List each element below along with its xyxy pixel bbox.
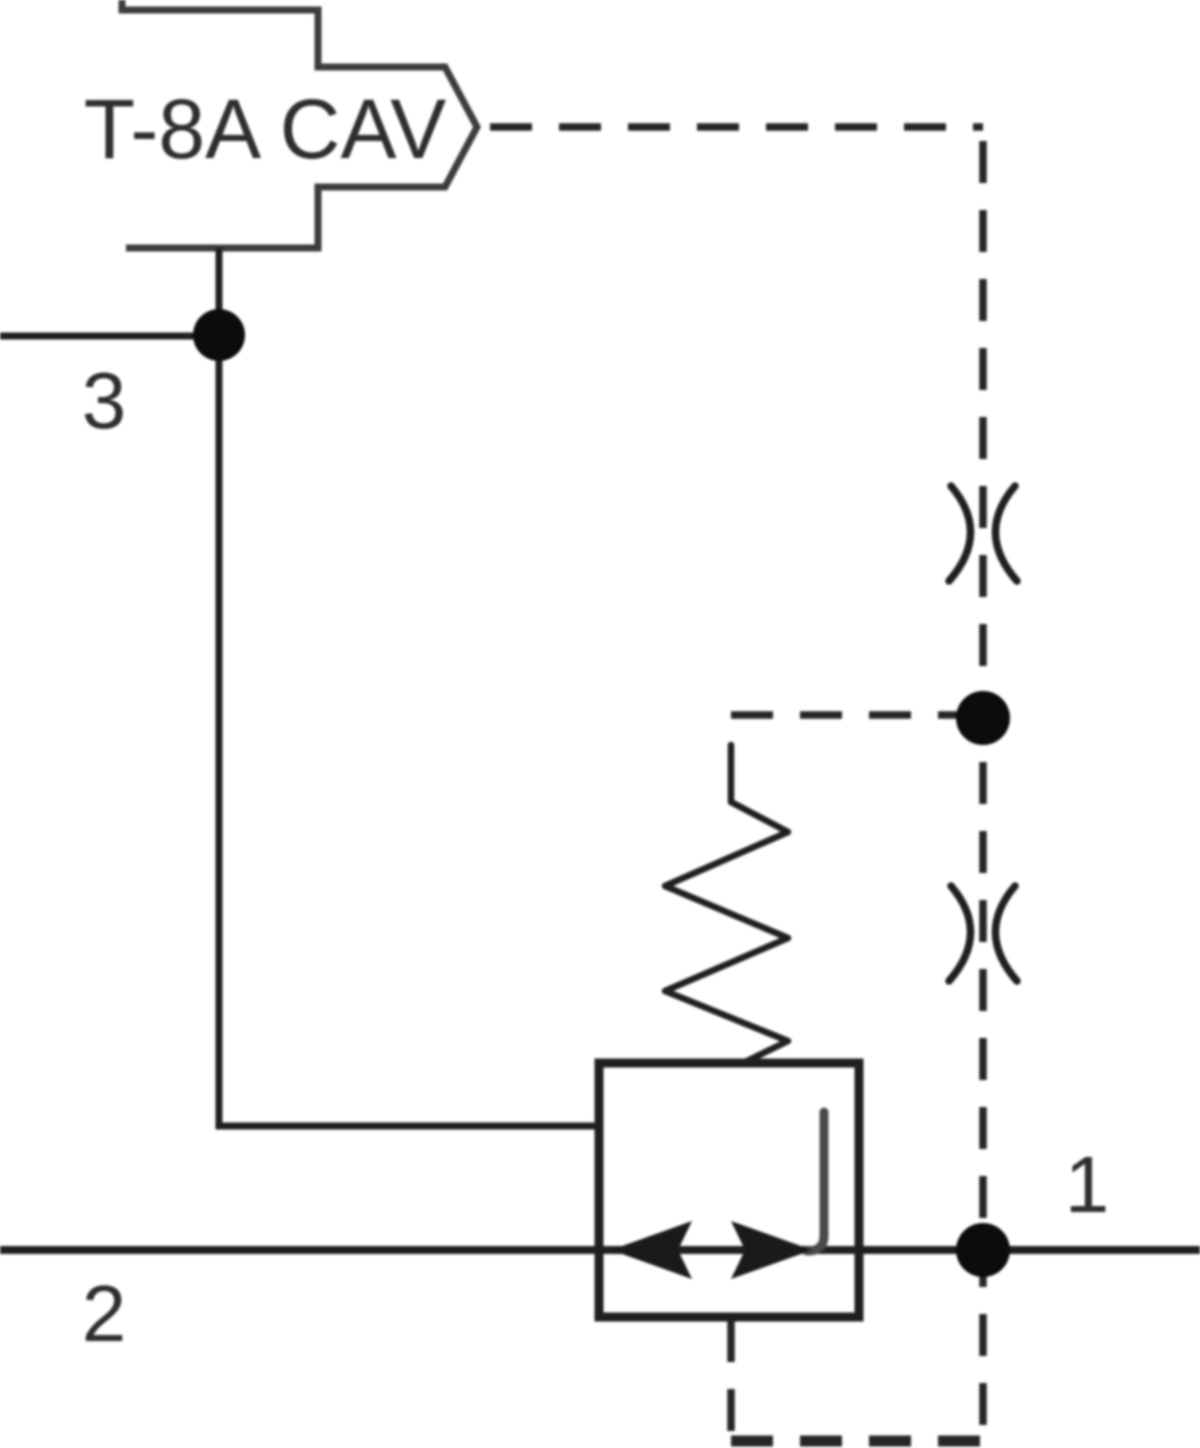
cavity-callout-outline xyxy=(118,0,481,252)
junction-dot-pilot xyxy=(956,691,1010,745)
orifice-restriction-icon xyxy=(945,482,975,585)
flow-arrow-icon-right xyxy=(731,1221,812,1279)
orifice-restriction-icon xyxy=(991,882,1021,985)
junctions xyxy=(193,309,1010,1277)
pilot-lines xyxy=(490,123,987,1448)
orifice-restriction-icon xyxy=(945,882,975,985)
labels: T-8A CAV 3 2 1 xyxy=(82,82,1110,1358)
junction-dot-port3 xyxy=(193,309,245,361)
cavity-callout-label: T-8A CAV xyxy=(84,82,447,176)
pilot-line-port3-to-valve xyxy=(215,335,599,1130)
valve-seat-bar xyxy=(802,1107,829,1256)
junction-dot-port1 xyxy=(956,1223,1010,1277)
port2-label: 2 xyxy=(82,1269,127,1358)
flow-arrow-icon-left xyxy=(611,1221,692,1279)
port3-label: 3 xyxy=(82,356,127,445)
orifices xyxy=(945,482,1021,985)
orifice-restriction-icon xyxy=(991,482,1021,585)
port1-label: 1 xyxy=(1065,1140,1110,1229)
flow-arrows xyxy=(611,1221,812,1279)
valve-envelope xyxy=(594,1058,864,1322)
cavity-callout xyxy=(118,0,481,252)
spring-icon xyxy=(661,741,792,1067)
